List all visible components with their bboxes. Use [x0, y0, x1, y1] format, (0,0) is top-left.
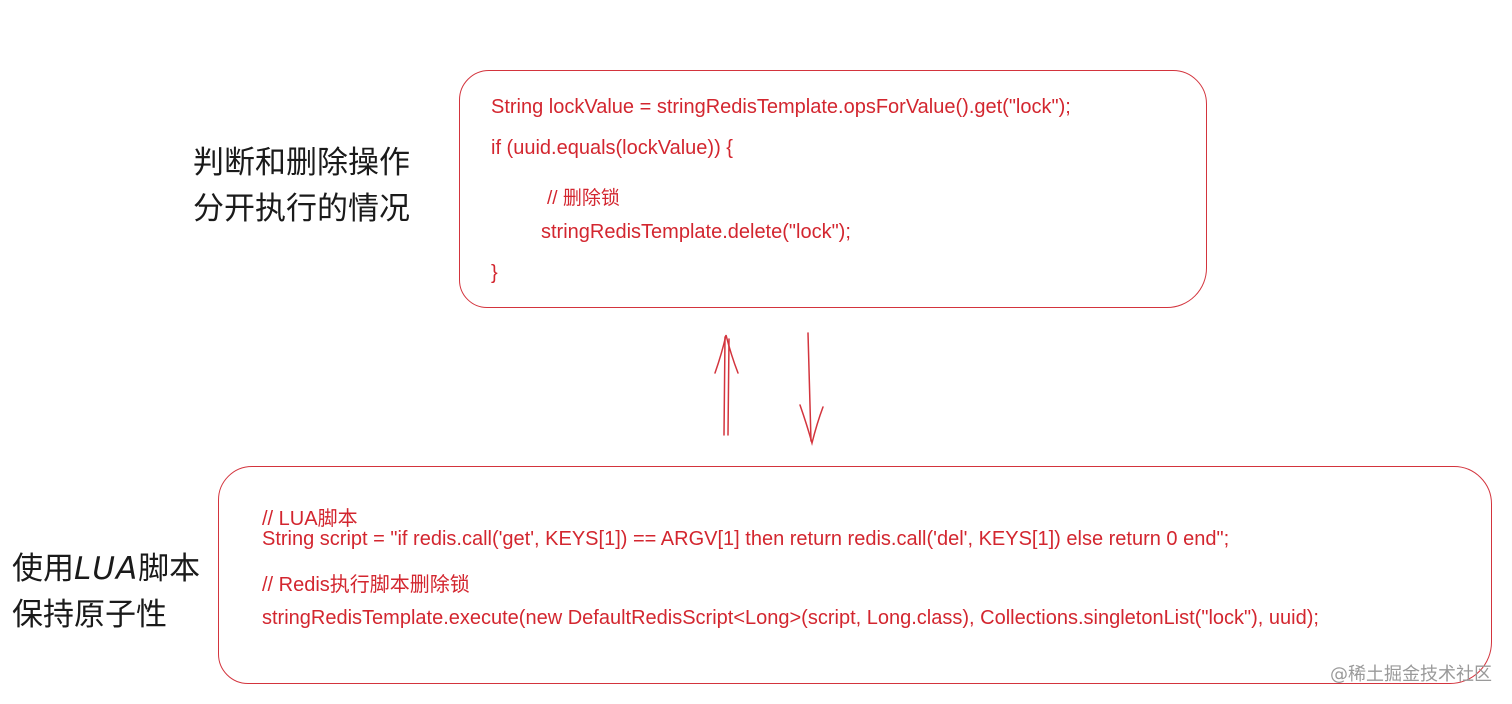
- top-code-line-1: String lockValue = stringRedisTemplate.o…: [491, 96, 1071, 118]
- top-code-comment: // 删除锁: [547, 188, 620, 209]
- bottom-code-comment-2: // Redis执行脚本删除锁: [262, 574, 470, 596]
- top-code-line-4: stringRedisTemplate.delete("lock");: [541, 221, 851, 243]
- watermark: @稀土掘金技术社区: [1330, 664, 1492, 685]
- top-code-line-2: if (uuid.equals(lockValue)) {: [491, 137, 733, 159]
- bottom-code-comment-1: // LUA脚本: [262, 508, 358, 530]
- bottom-code-script: String script = "if redis.call('get', KE…: [262, 528, 1230, 550]
- bottom-label: 使用LUA脚本 保持原子性: [12, 546, 200, 638]
- lua-text: LUA: [74, 551, 139, 587]
- bottom-label-line-1: 使用LUA脚本: [12, 551, 201, 587]
- top-label-line-1: 判断和删除操作: [193, 145, 410, 181]
- top-label-line-2: 分开执行的情况: [193, 191, 410, 227]
- up-arrow-icon: [714, 334, 739, 436]
- top-label: 判断和删除操作 分开执行的情况: [193, 140, 410, 232]
- top-code-line-5: }: [491, 262, 498, 284]
- flow-arrows: [714, 332, 824, 446]
- top-code-box: [459, 70, 1207, 308]
- down-arrow-icon: [799, 332, 824, 446]
- bottom-code-execute: stringRedisTemplate.execute(new DefaultR…: [262, 607, 1319, 629]
- bottom-label-line-2: 保持原子性: [12, 597, 167, 633]
- bottom-code-box: [218, 466, 1492, 684]
